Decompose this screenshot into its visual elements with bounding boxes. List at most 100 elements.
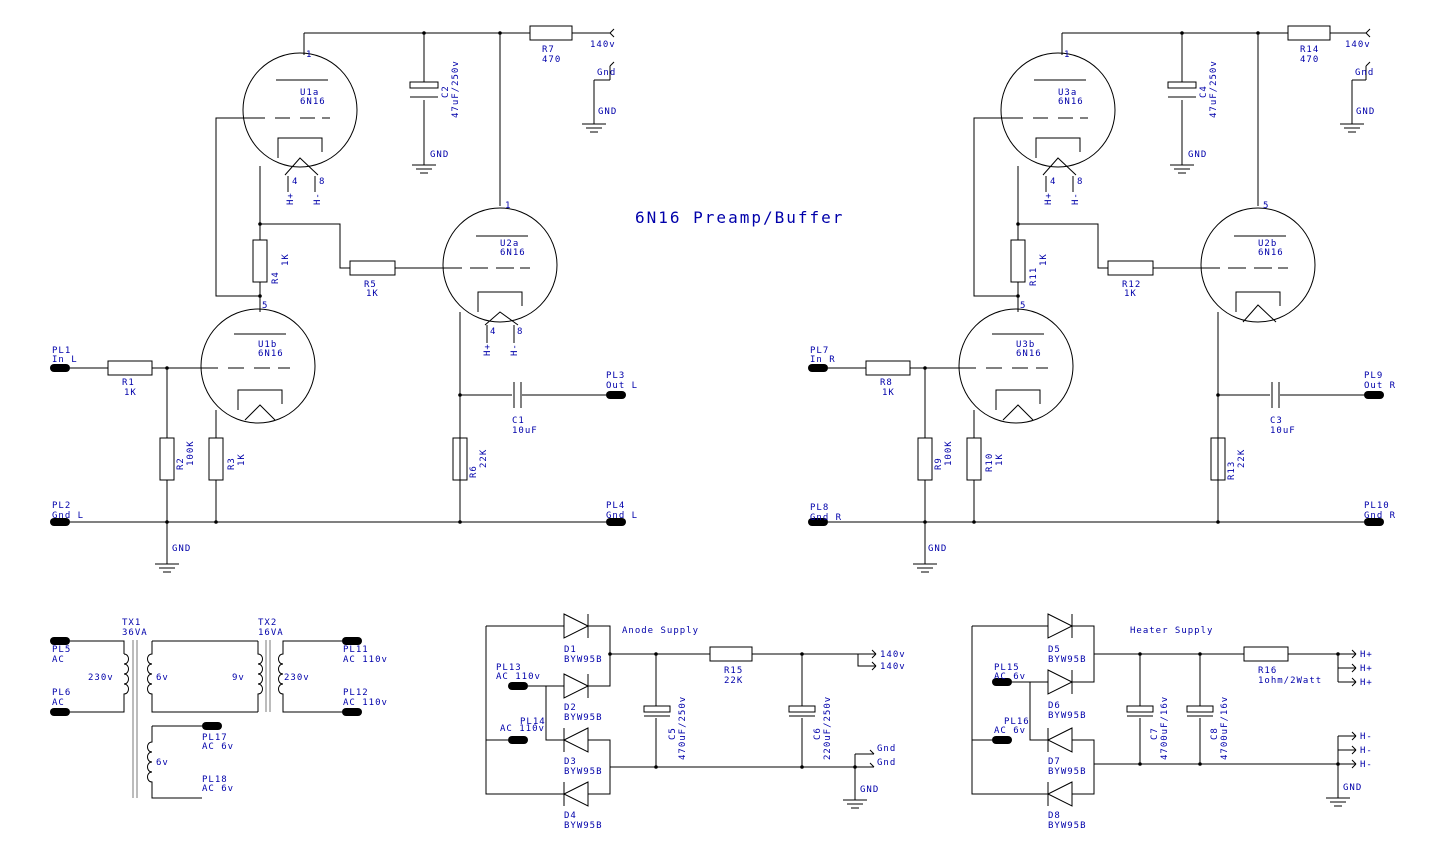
- resistor-R9: [917, 437, 933, 481]
- label-PL15: PL15: [994, 663, 1020, 673]
- label-PL8: PL8: [810, 503, 829, 513]
- label-C4: C4: [1199, 85, 1209, 98]
- value-C1: 10uF: [512, 426, 538, 436]
- label-R14: R14: [1300, 45, 1319, 55]
- resistor-R13: [1210, 437, 1226, 481]
- label-gnd-ref-right: GND: [1356, 107, 1375, 117]
- coil-TX1-primary: [123, 653, 129, 700]
- value-TX1: 36VA: [122, 628, 148, 638]
- label-C8: C8: [1210, 727, 1220, 740]
- capacitor-C6: [788, 705, 816, 713]
- value-U3a: 6N16: [1058, 97, 1084, 107]
- label-R4: R4: [271, 271, 281, 284]
- label-U3a-hminus: H-: [1071, 192, 1081, 205]
- connector-PL2: [50, 518, 70, 526]
- label-R7: R7: [542, 45, 555, 55]
- label-U2b: U2b: [1258, 239, 1277, 249]
- label-R16: R16: [1258, 666, 1277, 676]
- label-C7: C7: [1150, 727, 1160, 740]
- label-hminus-2: H-: [1360, 746, 1373, 756]
- pin-U2b-plate: 5: [1263, 201, 1269, 211]
- label-winding-230v-b: 230v: [284, 673, 310, 683]
- connector-PL9: [1364, 391, 1384, 399]
- label-hplus-2: H+: [1360, 664, 1373, 674]
- label-PL13: PL13: [496, 663, 522, 673]
- label-D5: D5: [1048, 645, 1061, 655]
- connector-PL3: [606, 391, 626, 399]
- junctions: [165, 31, 1340, 769]
- label-hplus-3: H+: [1360, 678, 1373, 688]
- coil-TX2-secondary: [278, 640, 342, 713]
- resistor-R8: [865, 360, 911, 376]
- value-PL16: AC 6v: [994, 726, 1026, 736]
- value-R10: 1K: [995, 453, 1005, 466]
- right-channel: R14 470 140v Gnd GND C4 47uF/250v GND U3…: [808, 25, 1396, 573]
- capacitor-C7: [1126, 705, 1154, 713]
- label-PL16: PL16: [1004, 717, 1030, 727]
- value-D2: BYW95B: [564, 713, 603, 723]
- value-R9: 100K: [944, 440, 954, 466]
- label-D4: D4: [564, 811, 577, 821]
- label-PL14: PL14: [520, 717, 546, 727]
- label-C1: C1: [512, 416, 525, 426]
- label-hplus-1: H+: [1360, 650, 1373, 660]
- value-PL1: In L: [52, 355, 78, 365]
- connector-PL5: [50, 637, 70, 645]
- resistor-R15: [709, 646, 753, 662]
- tube-U2b: [1200, 207, 1316, 323]
- value-R6: 22K: [479, 449, 489, 468]
- value-C3: 10uF: [1270, 426, 1296, 436]
- value-PL9: Out R: [1364, 381, 1396, 391]
- label-R1: R1: [122, 378, 135, 388]
- value-C8: 4700uF/16v: [1220, 696, 1230, 760]
- schematic-title: 6N16 Preamp/Buffer: [635, 208, 844, 227]
- resistor-R14: [1287, 25, 1331, 41]
- value-D6: BYW95B: [1048, 711, 1087, 721]
- value-PL5: AC: [52, 655, 65, 665]
- label-hminus-3: H-: [1360, 760, 1373, 770]
- label-anode-gnd: GND: [860, 785, 879, 795]
- value-R7: 470: [542, 55, 561, 65]
- label-gnd-right: GND: [928, 544, 947, 554]
- resistor-R12: [1107, 260, 1154, 276]
- label-D6: D6: [1048, 701, 1061, 711]
- label-U3b: U3b: [1016, 340, 1035, 350]
- label-PL4: PL4: [606, 501, 625, 511]
- label-R15: R15: [724, 666, 743, 676]
- value-U1b: 6N16: [258, 349, 284, 359]
- value-R8: 1K: [882, 388, 895, 398]
- label-PL11: PL11: [343, 645, 369, 655]
- label-TX2: TX2: [258, 618, 277, 628]
- label-heater-supply: Heater Supply: [1130, 626, 1213, 636]
- label-C3: C3: [1270, 416, 1283, 426]
- value-U2b: 6N16: [1258, 248, 1284, 258]
- connector-PL10: [1364, 518, 1384, 526]
- value-R12: 1K: [1124, 289, 1137, 299]
- resistor-R1: [107, 360, 153, 376]
- label-R13: R13: [1227, 461, 1237, 480]
- value-D3: BYW95B: [564, 767, 603, 777]
- label-PL3: PL3: [606, 371, 625, 381]
- label-R11: R11: [1029, 267, 1039, 286]
- tube-U3a: [1000, 52, 1116, 168]
- label-heater-gnd: GND: [1343, 783, 1362, 793]
- value-PL15: AC 6v: [994, 672, 1026, 682]
- label-PL12: PL12: [343, 688, 369, 698]
- label-PL17: PL17: [202, 733, 228, 743]
- value-PL4: Gnd L: [606, 511, 638, 521]
- label-PL6: PL6: [52, 688, 71, 698]
- connector-PL15: [992, 678, 1012, 686]
- label-winding-6v-b: 6v: [156, 758, 169, 768]
- capacitor-C4: [1167, 81, 1197, 89]
- value-U1a: 6N16: [300, 97, 326, 107]
- connector-PL14: [508, 736, 528, 744]
- label-gnd-C2: GND: [430, 150, 449, 160]
- value-D4: BYW95B: [564, 821, 603, 831]
- pin-U1a-plate: 1: [306, 50, 312, 60]
- label-U1b: U1b: [258, 340, 277, 350]
- value-R4: 1K: [281, 253, 291, 266]
- value-R5: 1K: [366, 289, 379, 299]
- pin-U3b-plate: 5: [1020, 301, 1026, 311]
- label-D1: D1: [564, 645, 577, 655]
